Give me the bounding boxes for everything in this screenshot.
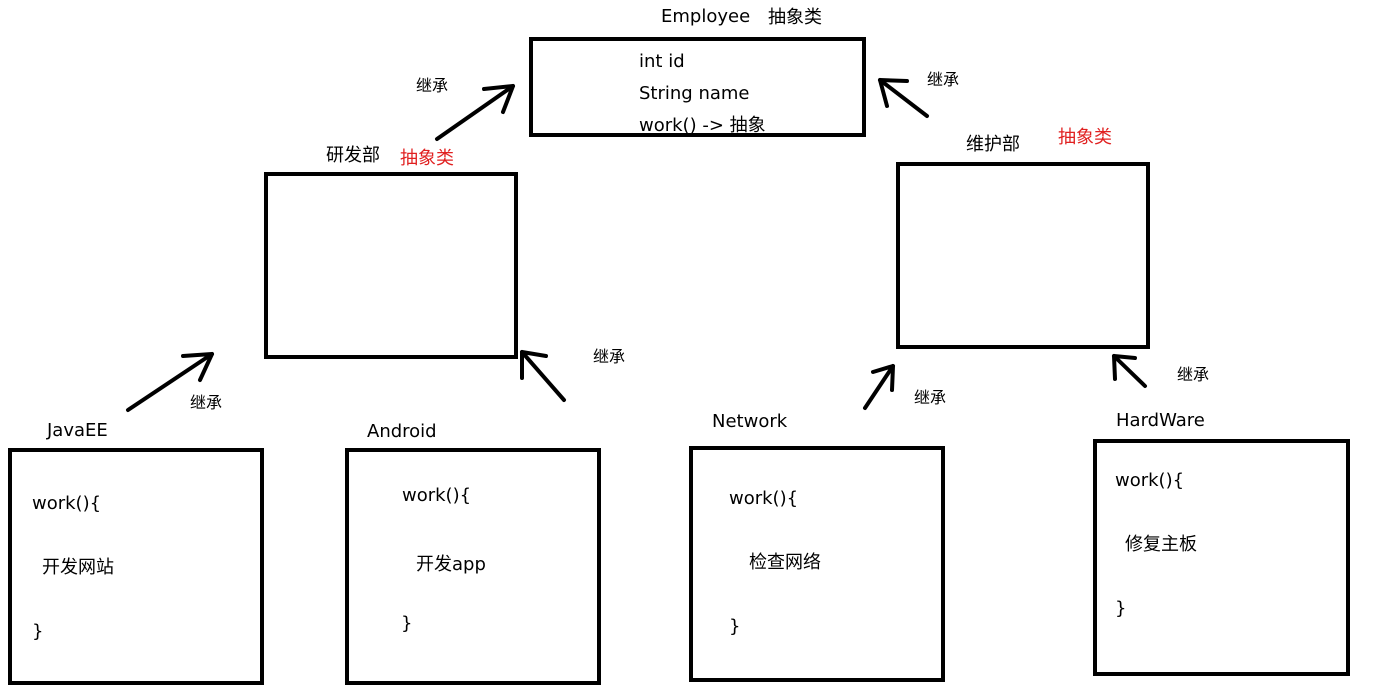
- arrow-hardware-to-maintenance: [1112, 354, 1147, 388]
- network-class-box: work(){ 检查网络 }: [689, 446, 945, 682]
- arrow-android-to-rnd: [520, 350, 566, 402]
- javaee-class-box: work(){ 开发网站 }: [8, 448, 264, 685]
- javaee-title: JavaEE: [47, 420, 108, 441]
- hardware-title: HardWare: [1116, 410, 1205, 431]
- arrow-rnd-to-employee: [435, 84, 515, 141]
- inherit-label-javaee: 继承: [190, 393, 223, 412]
- rnd-class-box: [264, 172, 518, 359]
- inherit-label-android: 继承: [593, 347, 626, 366]
- network-method-body: 检查网络: [749, 552, 821, 573]
- hardware-method-body: 修复主板: [1125, 534, 1197, 555]
- inherit-label-hardware: 继承: [1177, 365, 1210, 384]
- employee-title: Employee: [661, 6, 751, 27]
- rnd-title: 研发部: [326, 145, 380, 166]
- arrow-maintenance-to-employee: [878, 78, 929, 118]
- employee-field-name: String name: [639, 83, 750, 104]
- employee-field-id: int id: [639, 51, 685, 72]
- inherit-label-rnd: 继承: [416, 76, 449, 95]
- javaee-method-body: 开发网站: [42, 557, 114, 578]
- rnd-abstract-tag: 抽象类: [400, 148, 454, 169]
- hardware-method-open: work(){: [1115, 470, 1185, 491]
- inherit-label-maintenance: 继承: [927, 70, 960, 89]
- android-class-box: work(){ 开发app }: [345, 448, 601, 685]
- android-title: Android: [367, 421, 437, 442]
- employee-method-work: work() -> 抽象: [639, 115, 766, 136]
- javaee-method-open: work(){: [32, 493, 102, 514]
- arrow-network-to-maintenance: [863, 364, 895, 410]
- maintenance-title: 维护部: [966, 134, 1020, 155]
- hardware-class-box: work(){ 修复主板 }: [1093, 439, 1350, 676]
- network-method-close: }: [729, 616, 741, 637]
- maintenance-abstract-tag: 抽象类: [1058, 127, 1112, 148]
- employee-class-box: int id String name work() -> 抽象: [529, 37, 866, 137]
- maintenance-class-box: [896, 162, 1150, 349]
- inherit-label-network: 继承: [914, 388, 947, 407]
- network-title: Network: [712, 411, 788, 432]
- employee-abstract-tag: 抽象类: [768, 7, 822, 28]
- android-method-open: work(){: [402, 485, 472, 506]
- network-method-open: work(){: [729, 488, 799, 509]
- android-method-body: 开发app: [416, 554, 486, 575]
- android-method-close: }: [401, 613, 413, 634]
- javaee-method-close: }: [32, 621, 44, 642]
- hardware-method-close: }: [1115, 598, 1127, 619]
